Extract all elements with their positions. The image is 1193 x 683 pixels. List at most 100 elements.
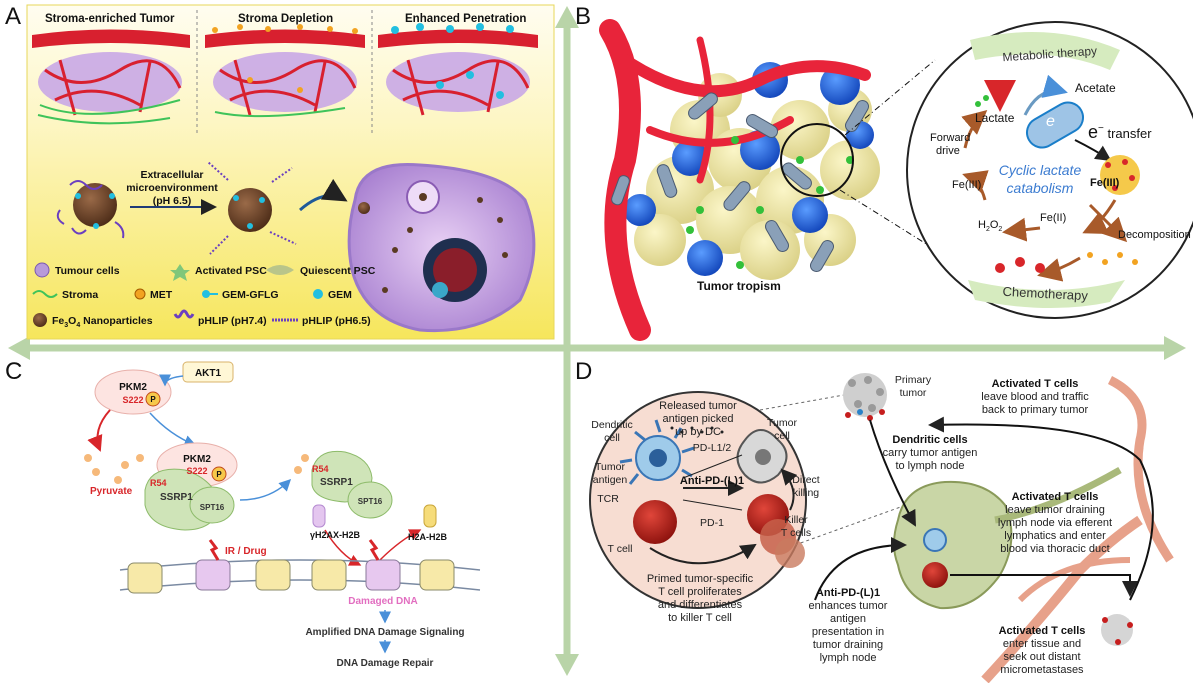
d-tumorcell-1: Tumor bbox=[767, 417, 797, 429]
primary-tumor-cluster bbox=[843, 373, 887, 421]
gem-icon bbox=[313, 289, 323, 299]
b-forward: Forward bbox=[930, 132, 970, 144]
d-killer-1: Killer bbox=[784, 514, 808, 526]
green-particles bbox=[686, 136, 854, 269]
b-cyclic-1: Cyclic lactate bbox=[999, 162, 1082, 178]
tissue-section-enhanced-penetration bbox=[378, 23, 538, 116]
d-dc-title: Dendritic cells bbox=[892, 434, 967, 446]
c-pkm2-top: PKM2 bbox=[119, 382, 147, 393]
d-act2-4: blood via thoracic duct bbox=[1000, 543, 1109, 555]
activated-psc-icon bbox=[170, 264, 190, 281]
panel-d bbox=[589, 373, 1174, 683]
legend-fe3o4: Fe3O4 Nanoparticles bbox=[52, 315, 153, 329]
electron-transfer-arrow bbox=[1074, 139, 1112, 162]
fe3-to-forward-arrow bbox=[962, 170, 989, 201]
vessel-bottom bbox=[981, 515, 1143, 683]
phospho-top bbox=[145, 391, 161, 407]
gh2ax-nucleosome bbox=[312, 504, 326, 528]
c-s222-complex: S222 bbox=[186, 466, 207, 476]
text-layer: Stroma-enriched Tumor Stroma Depletion E… bbox=[45, 13, 1191, 676]
d-anti-2: antigen bbox=[830, 613, 866, 625]
d-killer-2: T cells bbox=[781, 527, 811, 539]
legend-gem-gflg: GEM-GFLG bbox=[222, 289, 279, 301]
d-primed-1: Primed tumor-specific bbox=[647, 573, 754, 585]
d-direct-1: Direct bbox=[792, 474, 820, 486]
c-ssrp1-free: SSRP1 bbox=[320, 477, 353, 488]
tissue-section-stroma-enriched bbox=[32, 29, 190, 125]
legend-tumour-cells: Tumour cells bbox=[55, 265, 120, 277]
c-spt16-complex: SPT16 bbox=[200, 503, 225, 512]
nanoparticle-icon bbox=[33, 313, 47, 327]
b-tumor-tropism: Tumor tropism bbox=[697, 279, 781, 293]
c-ir-drug: IR / Drug bbox=[225, 546, 267, 557]
legend-phlip-74: pHLIP (pH7.4) bbox=[198, 315, 267, 327]
phlip-74-icon bbox=[173, 309, 195, 319]
d-act3-3: micrometastases bbox=[1000, 664, 1084, 676]
to-chemo-arrow bbox=[1037, 256, 1081, 282]
d-act2-1: leave tumor draining bbox=[1005, 504, 1105, 516]
panel-letter-a: A bbox=[5, 3, 22, 30]
c-p-complex: P bbox=[216, 470, 222, 479]
c-p-top: P bbox=[150, 395, 156, 404]
d-dendritic-1: Dendritic bbox=[591, 419, 632, 431]
c-gh2ax: γH2AX-H2B bbox=[310, 530, 361, 540]
quiescent-psc-icon bbox=[266, 265, 294, 275]
legend-quiescent-psc: Quiescent PSC bbox=[300, 265, 376, 277]
d-released-3: up by DC bbox=[675, 426, 721, 438]
b-lactate: Lactate bbox=[975, 111, 1015, 125]
drug-molecules bbox=[995, 257, 1045, 273]
chemotherapy-banner bbox=[968, 280, 1125, 309]
c-repair: DNA Damage Repair bbox=[337, 658, 434, 669]
c-pyruvate: Pyruvate bbox=[90, 486, 133, 497]
d-dendritic-2: cell bbox=[604, 432, 620, 444]
d-anti-3: presentation in bbox=[812, 626, 884, 638]
arrow-to-cell bbox=[299, 178, 348, 212]
panel-c bbox=[84, 361, 481, 654]
panel-b bbox=[599, 19, 1193, 341]
d-anti-pdl1-circle: Anti-PD-(L)1 bbox=[680, 475, 744, 487]
met-icon bbox=[134, 288, 146, 300]
dna-strand bbox=[119, 559, 481, 594]
t-cell-icon bbox=[633, 500, 677, 544]
b-fe2: Fe(II) bbox=[1040, 212, 1066, 224]
d-act3-title: Activated T cells bbox=[999, 625, 1086, 637]
d-anti-4: tumor draining bbox=[813, 639, 883, 651]
cancer-cell-illustration bbox=[347, 162, 536, 333]
forward-to-lactate-arrow bbox=[961, 110, 988, 149]
d-act1-2: back to primary tumor bbox=[982, 404, 1089, 416]
d-anti-title: Anti-PD-(L)1 bbox=[816, 587, 880, 599]
dendritic-cell-icon bbox=[619, 419, 695, 485]
d-primed-3: and differentiates bbox=[658, 599, 743, 611]
axis-arrow-left bbox=[8, 336, 30, 360]
legend-met: MET bbox=[150, 289, 173, 301]
axis-arrow-down bbox=[555, 654, 579, 676]
b-electron: e bbox=[1046, 113, 1055, 130]
d-pd1: PD-1 bbox=[700, 517, 724, 529]
b-h2o2: H2O2 bbox=[978, 219, 1002, 233]
antigen-dots bbox=[670, 426, 724, 434]
zoom-circle bbox=[780, 123, 854, 197]
panel-letter-d: D bbox=[575, 358, 593, 385]
panel-letter-c: C bbox=[5, 358, 23, 385]
akt1-box bbox=[182, 361, 234, 383]
d-act2-3: lymphatics and enter bbox=[1004, 530, 1106, 542]
d-tumor-antigen-2: antigen bbox=[593, 474, 628, 486]
bacteria-cells bbox=[611, 92, 869, 273]
axis-arrow-up bbox=[555, 6, 579, 28]
panel-a bbox=[26, 4, 555, 340]
legend-stroma: Stroma bbox=[62, 289, 98, 301]
gem-gflg-icon bbox=[202, 290, 210, 298]
b-drive: drive bbox=[936, 145, 960, 157]
b-fe3-left: Fe(III) bbox=[952, 179, 981, 191]
a-process-1: Extracellular bbox=[140, 169, 203, 181]
lymph-node bbox=[893, 480, 1013, 610]
d-primed-2: T cell proliferates bbox=[658, 586, 742, 598]
a-title-3: Enhanced Penetration bbox=[405, 13, 526, 25]
b-fe3-right: Fe(III) bbox=[1090, 177, 1120, 189]
tumor-cell-icon bbox=[736, 429, 788, 484]
ir-bolt-icon bbox=[208, 539, 220, 561]
d-direct-2: killing bbox=[793, 487, 819, 499]
d-released-1: Released tumor bbox=[659, 400, 737, 412]
axis-cross bbox=[8, 6, 1186, 676]
